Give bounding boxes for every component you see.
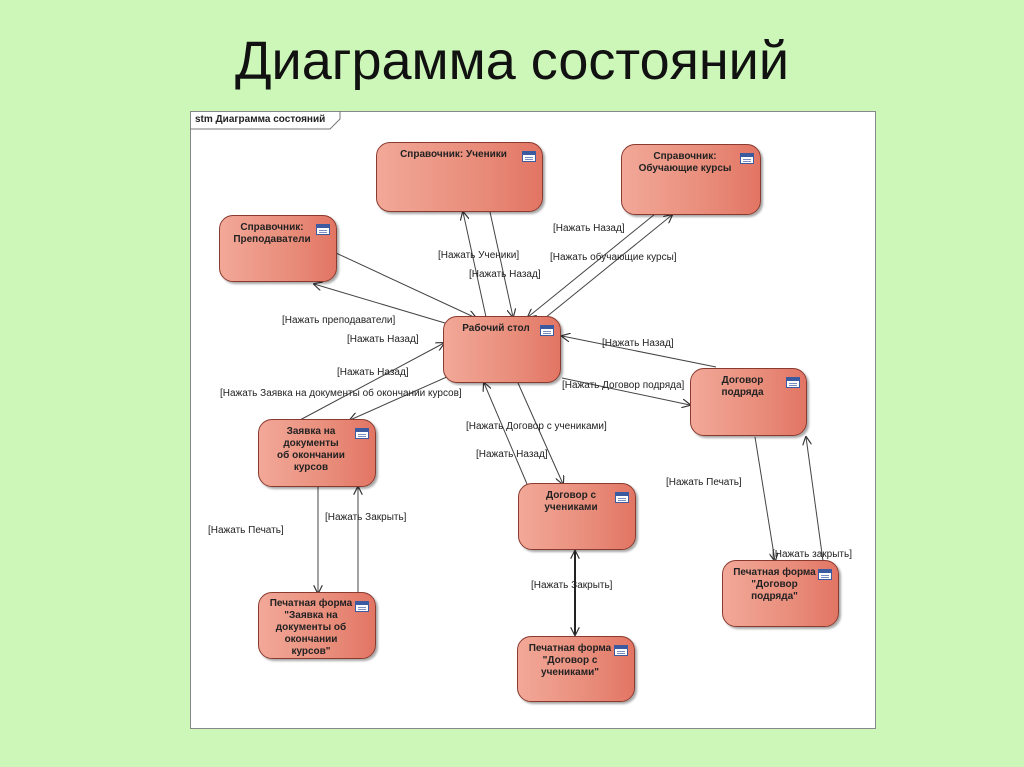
transition-label: [Нажать преподаватели] [282,315,396,326]
state-students-ref[interactable]: Справочник: Ученики [376,142,543,212]
frame-label: stm Диаграмма состояний [195,114,326,125]
edge-desktop-to-courses [544,215,672,319]
state-label: Справочник: Обучающие курсы [638,151,732,174]
state-application[interactable]: Заявка на документы об окончании курсов [258,419,376,487]
edge-desktop-to-application [350,371,459,420]
transition-label: [Нажать Назад] [347,334,419,345]
state-teachers-ref[interactable]: Справочник: Преподаватели [219,215,337,282]
transition-label: [Нажать Назад] [553,223,625,234]
state-icon [540,325,554,336]
state-icon [786,377,800,388]
transition-label: [Нажать Договор подряда] [562,380,685,391]
slide-title: Диаграмма состояний [234,31,789,91]
state-label: Заявка на документы об окончании курсов [277,426,345,473]
state-label: Печатная форма "Договор подряда" [733,567,816,602]
edge-print-to-contractwork [806,437,824,562]
state-icon [355,601,369,612]
edge-students-to-desktop [489,211,513,317]
edge-desktop-to-contractwork [561,377,690,405]
transition-label: [Нажать Печать] [666,477,742,488]
edge-teachers-to-desktop [335,252,476,318]
transition-label: [Нажать Назад] [602,338,674,349]
transition-label: [Нажать обучающие курсы] [550,252,677,263]
transition-label: [Нажать Назад] [337,367,409,378]
edge-contractwork-to-print [754,436,775,561]
edge-desktop-to-teachers [314,284,456,327]
state-label: Рабочий стол [462,323,530,334]
transition-label: [Нажать Договор с учениками] [466,421,607,432]
edge-contractstudents-to-desktop [484,383,528,485]
state-print-contract-work[interactable]: Печатная форма "Договор подряда" [722,560,839,627]
state-icon [522,151,536,162]
state-courses-ref[interactable]: Справочник: Обучающие курсы [621,144,761,215]
state-label: Печатная форма "Договор с учениками" [528,643,612,678]
transition-label: [Нажать Печать] [208,525,284,536]
edge-desktop-to-students [463,212,487,318]
frame-tab-outline [190,111,341,130]
state-contract-students[interactable]: Договор с учениками [518,483,636,550]
state-icon [355,428,369,439]
edge-desktop-to-contractstudents [517,382,563,484]
state-print-application[interactable]: Печатная форма "Заявка на документы об о… [258,592,376,659]
state-icon [615,492,629,503]
transition-label: [Нажать Закрыть] [325,512,407,523]
state-icon [316,224,330,235]
transition-label: [Нажать закрыть] [772,549,852,560]
transition-label: [Нажать Назад] [476,449,548,460]
state-desktop[interactable]: Рабочий стол [443,316,561,383]
edge-contractwork-to-desktop [562,336,717,368]
state-label: Печатная форма "Заявка на документы об о… [269,598,353,657]
edge-application-to-desktop [299,343,444,421]
edge-courses-to-desktop [528,213,656,317]
transition-label: [Нажать Назад] [469,269,541,280]
state-icon [740,153,754,164]
state-contract-work[interactable]: Договор подряда [690,368,807,436]
state-label: Договор с учениками [544,490,598,513]
transition-label: [Нажать Закрыть] [531,580,613,591]
transition-label: [Нажать Заявка на документы об окончании… [220,388,462,399]
state-label: Справочник: Преподаватели [233,222,311,245]
state-label: Договор подряда [721,375,764,398]
state-label: Справочник: Ученики [400,149,507,160]
state-icon [818,569,832,580]
state-print-contract-students[interactable]: Печатная форма "Договор с учениками" [517,636,635,702]
transition-label: [Нажать Ученики] [438,250,520,261]
state-icon [614,645,628,656]
